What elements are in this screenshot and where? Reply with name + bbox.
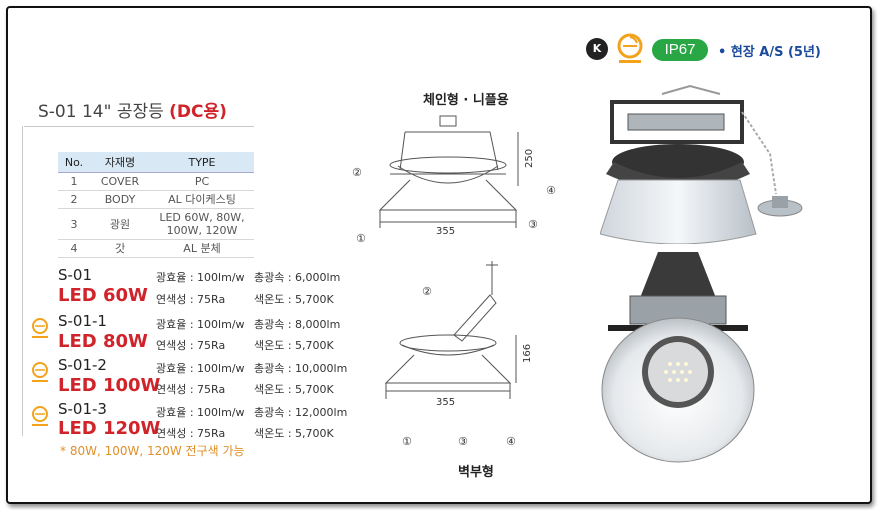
model-code: S-01-1 xyxy=(58,312,107,330)
table-row: 1 COVER PC xyxy=(58,172,254,191)
ip67-badge: IP67 xyxy=(652,39,708,61)
high-efficiency-e-icon xyxy=(617,33,643,63)
efficiency-e-icon xyxy=(32,318,48,338)
product-title: S-01 14" 공장등 (DC용) xyxy=(38,97,227,122)
efficiency-e-icon xyxy=(32,362,48,382)
wall-type-photo xyxy=(601,252,755,463)
part-label-2: ② xyxy=(352,166,362,179)
model-efficacy: 광효율 : 100lm/w xyxy=(156,271,245,284)
part-label-1: ① xyxy=(356,232,366,245)
part-label-2: ② xyxy=(422,285,432,298)
chain-type-photo xyxy=(600,84,803,244)
title-dc: (DC용) xyxy=(169,102,227,122)
spec-header-no: No. xyxy=(58,152,90,173)
spec-header-row: No. 자재명 TYPE xyxy=(58,152,254,173)
spec-table: No. 자재명 TYPE 1 COVER PC 2 BODY AL 다이케스팅 … xyxy=(58,152,254,258)
model-flux: 총광속 : 10,000lm xyxy=(254,362,348,375)
model-cct: 색온도 : 5,700K xyxy=(254,383,334,396)
wall-height-dimension: 166 xyxy=(522,344,533,363)
table-cell: AL 다이케스팅 xyxy=(150,190,254,209)
table-cell: PC xyxy=(150,172,254,191)
model-cct: 색온도 : 5,700K xyxy=(254,339,334,352)
model-cct: 색온도 : 5,700K xyxy=(254,293,334,306)
model-power: LED 80W xyxy=(58,331,148,352)
table-cell: COVER xyxy=(90,172,150,191)
light-source-line1: LED 60W, 80W, xyxy=(159,211,245,224)
table-cell: 갓 xyxy=(90,239,150,258)
model-power: LED 60W xyxy=(58,285,148,306)
model-efficacy: 광효율 : 100lm/w xyxy=(156,406,245,419)
model-efficacy: 광효율 : 100lm/w xyxy=(156,318,245,331)
model-cri: 연색성 : 75Ra xyxy=(156,293,226,306)
spec-header-material: 자재명 xyxy=(90,152,150,173)
model-flux: 총광속 : 6,000lm xyxy=(254,271,341,284)
chain-type-drawing: 355 250 ② ④ ③ ① xyxy=(352,115,556,245)
table-cell: 광원 xyxy=(90,208,150,240)
chain-height-dimension: 250 xyxy=(524,149,535,168)
width-dimension: 355 xyxy=(436,226,455,237)
table-row: 4 갓 AL 분체 xyxy=(58,239,254,258)
model-flux: 총광속 : 12,000lm xyxy=(254,406,348,419)
model-cri: 연색성 : 75Ra xyxy=(156,427,226,440)
model-power: LED 120W xyxy=(58,418,161,439)
table-cell: AL 분체 xyxy=(150,239,254,258)
wall-type-drawing: 355 166 ② ① ③ ④ xyxy=(384,261,533,448)
table-cell: 1 xyxy=(58,172,90,191)
ks-certification-icon: K xyxy=(586,38,608,60)
width-dimension: 355 xyxy=(436,397,455,408)
model-cri: 연색성 : 75Ra xyxy=(156,383,226,396)
table-cell: 4 xyxy=(58,239,90,258)
title-prefix: S-01 14" 공장등 xyxy=(38,102,170,122)
color-option-note: * 80W, 100W, 120W 전구색 가능 xyxy=(60,444,245,458)
on-site-service-text: • 현장 A/S (5년) xyxy=(718,45,821,60)
model-cct: 색온도 : 5,700K xyxy=(254,427,334,440)
table-cell: BODY xyxy=(90,190,150,209)
part-label-3: ③ xyxy=(528,218,538,231)
part-label-1: ① xyxy=(402,435,412,448)
title-divider xyxy=(24,126,254,127)
table-cell: 2 xyxy=(58,190,90,209)
model-flux: 총광속 : 8,000lm xyxy=(254,318,341,331)
part-label-3: ③ xyxy=(458,435,468,448)
model-efficacy: 광효율 : 100lm/w xyxy=(156,362,245,375)
table-row: 3 광원 LED 60W, 80W,100W, 120W xyxy=(58,208,254,240)
efficiency-e-icon xyxy=(32,406,48,426)
light-source-line2: 100W, 120W xyxy=(166,224,238,237)
model-cri: 연색성 : 75Ra xyxy=(156,339,226,352)
part-label-4: ④ xyxy=(506,435,516,448)
table-cell: LED 60W, 80W,100W, 120W xyxy=(150,208,254,240)
wall-type-label: 벽부형 xyxy=(458,465,494,480)
model-code: S-01-3 xyxy=(58,400,107,418)
model-power: LED 100W xyxy=(58,375,161,396)
model-code: S-01 xyxy=(58,266,93,284)
table-cell: 3 xyxy=(58,208,90,240)
side-divider xyxy=(22,126,23,436)
model-code: S-01-2 xyxy=(58,356,107,374)
part-label-4: ④ xyxy=(546,184,556,197)
table-row: 2 BODY AL 다이케스팅 xyxy=(58,190,254,209)
spec-header-type: TYPE xyxy=(150,152,254,173)
chain-type-label: 체인형 · 니플용 xyxy=(423,93,509,108)
